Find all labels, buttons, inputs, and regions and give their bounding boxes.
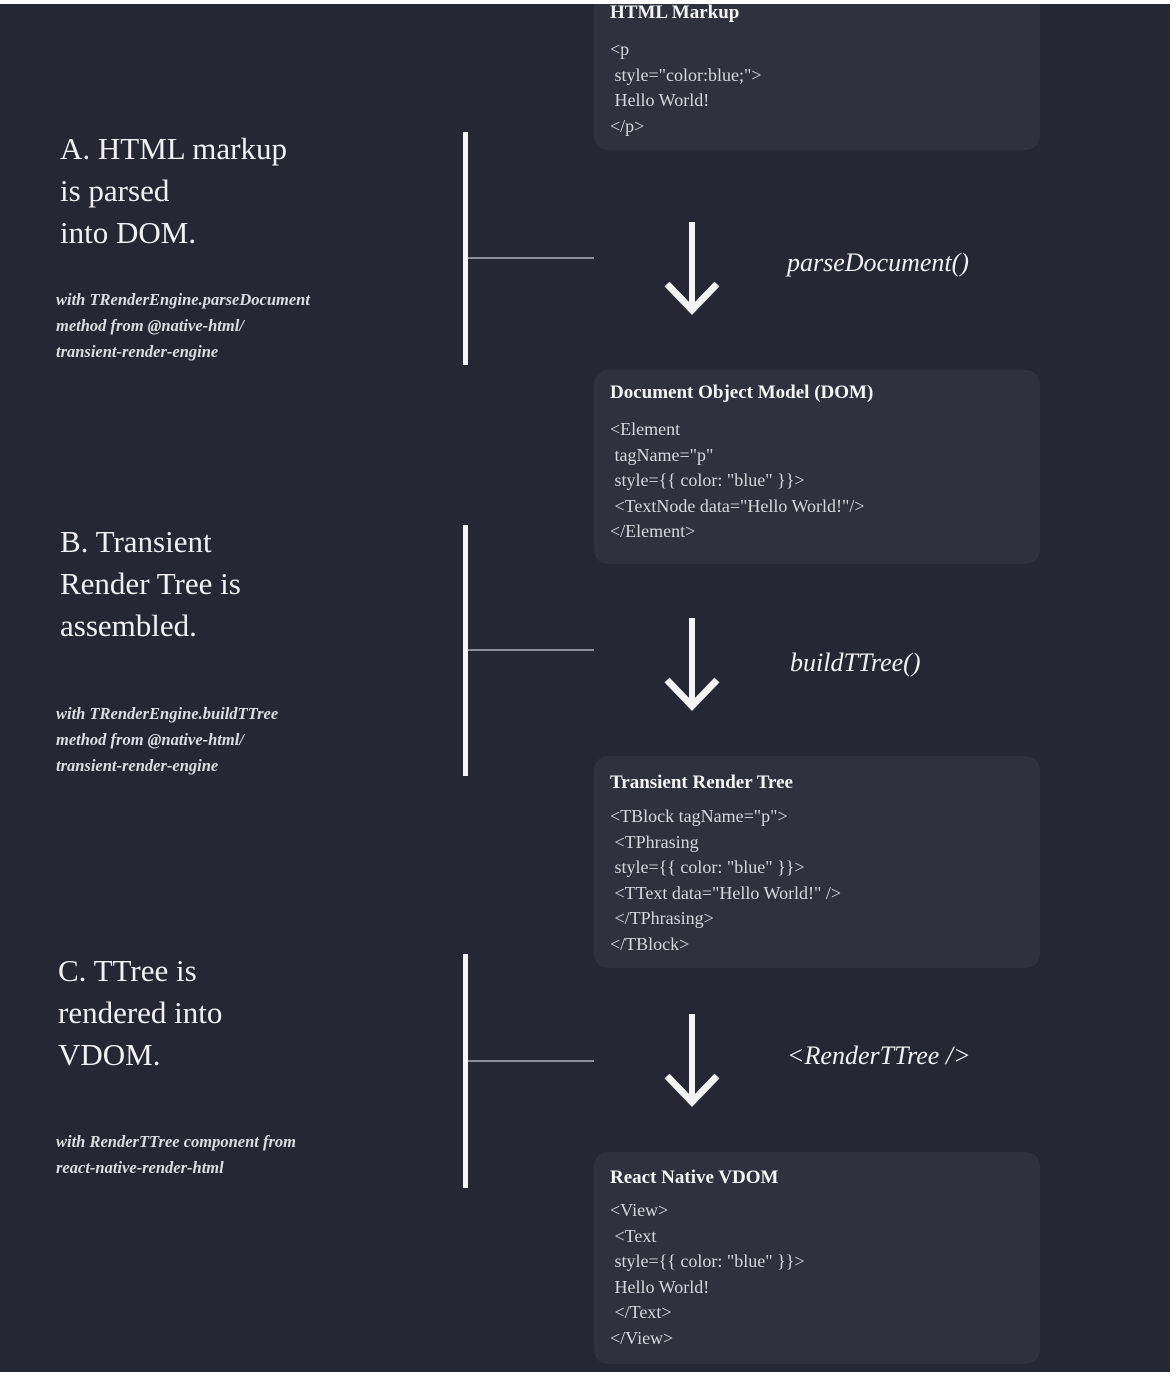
card-title: Transient Render Tree: [610, 772, 793, 793]
step-a-connector: [468, 257, 594, 259]
dom-card: Document Object Model (DOM) <Element tag…: [594, 370, 1040, 564]
card-title: React Native VDOM: [610, 1167, 779, 1188]
card-title: HTML Markup: [610, 4, 740, 23]
card-title: Document Object Model (DOM): [610, 382, 874, 403]
arrow-down-icon: [664, 222, 720, 316]
card-code: <View> <Text style={{ color: "blue" }}> …: [610, 1200, 805, 1348]
html-markup-card: HTML Markup <p style="color:blue;"> Hell…: [594, 4, 1040, 150]
step-c-label: C. TTree is rendered into VDOM.: [58, 953, 223, 1072]
step-b-label: B. Transient Render Tree is assembled.: [60, 524, 241, 643]
step-c-note: with RenderTTree component from react-na…: [56, 1132, 297, 1177]
step-a-label: A. HTML markup is parsed into DOM.: [60, 131, 288, 250]
step-b-connector: [468, 649, 594, 651]
step-a-note: with TRenderEngine.parseDocument method …: [56, 290, 310, 361]
react-native-vdom-card: React Native VDOM <View> <Text style={{ …: [594, 1152, 1040, 1364]
build-ttree-label: buildTTree(): [790, 648, 921, 677]
card-code: <Element tagName="p" style={{ color: "bl…: [610, 419, 865, 541]
card-code: <p style="color:blue;"> Hello World! </p…: [610, 39, 762, 136]
step-b-note: with TRenderEngine.buildTTree method fro…: [56, 704, 279, 775]
step-b-bracket: [463, 525, 468, 776]
pipeline-diagram: A. HTML markup is parsed into DOM. with …: [0, 4, 1170, 1372]
arrow-down-icon: [664, 618, 720, 712]
render-ttree-label: <RenderTTree />: [787, 1041, 971, 1070]
arrow-down-icon: [664, 1014, 720, 1108]
transient-render-tree-card: Transient Render Tree <TBlock tagName="p…: [594, 756, 1040, 968]
card-code: <TBlock tagName="p"> <TPhrasing style={{…: [610, 806, 842, 954]
step-c-bracket: [463, 954, 468, 1188]
step-a-bracket: [463, 132, 468, 365]
parse-document-label: parseDocument(): [787, 248, 969, 277]
step-c-connector: [468, 1060, 594, 1062]
